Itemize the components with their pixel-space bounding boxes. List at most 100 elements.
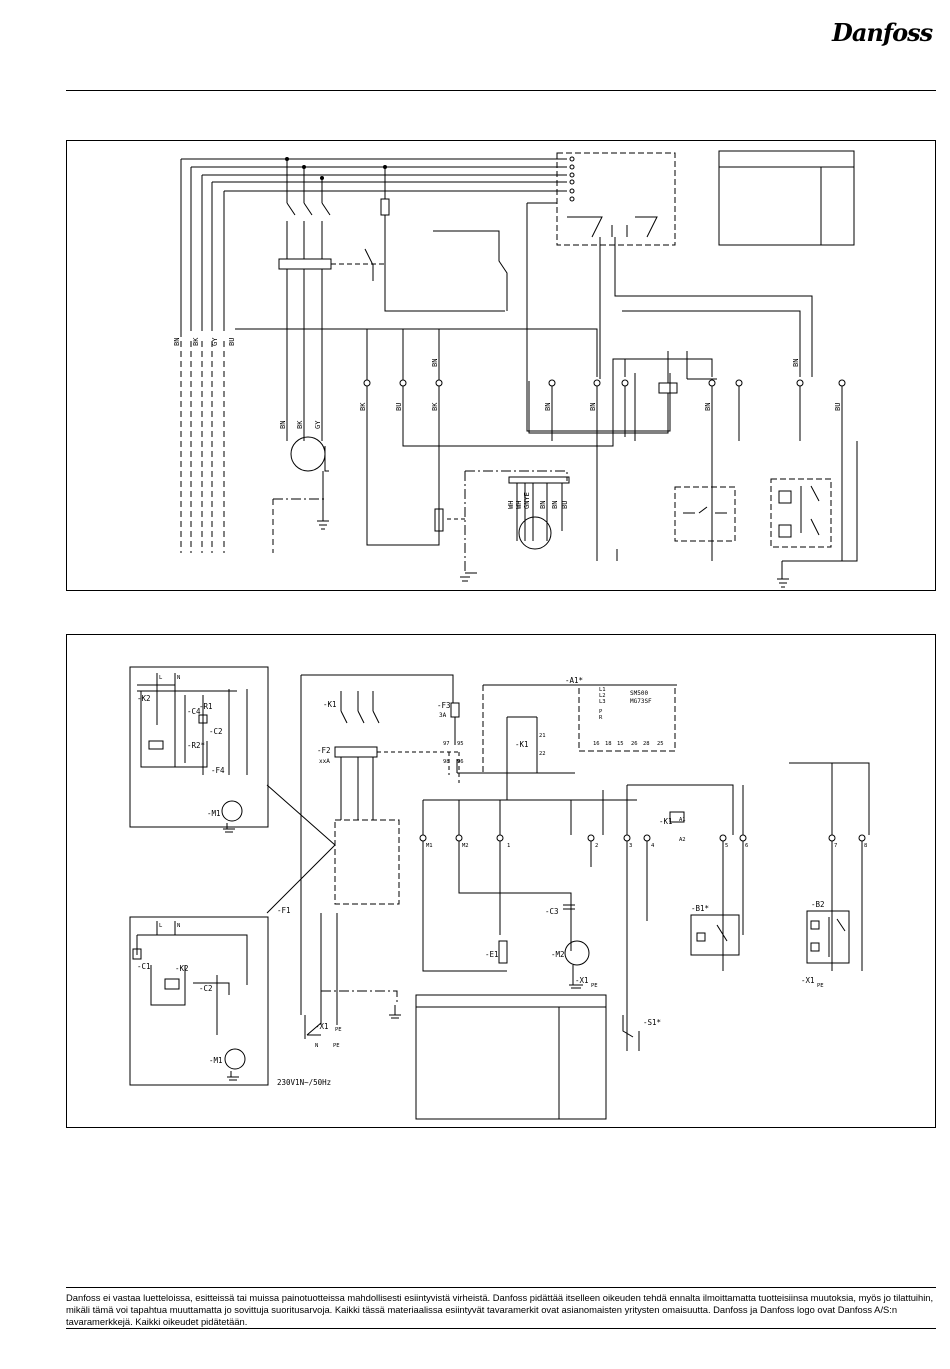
terminal-label: 8 xyxy=(864,843,867,849)
wire-label: BN xyxy=(704,403,712,411)
wiring-diagram-2: -K2 -R1 -C4 -C2 -R2* -F4 -M1 -K1 -F2 xxA… xyxy=(66,634,936,1128)
terminal-label: 4 xyxy=(651,843,655,849)
component-label: -R1 xyxy=(199,702,213,711)
terminal-label: 7 xyxy=(834,843,837,849)
terminal-label: 6 xyxy=(745,843,748,849)
component-label: -F1 xyxy=(277,906,291,915)
terminal-label: 97 xyxy=(443,741,450,747)
terminal-label: 95 xyxy=(457,741,464,747)
danfoss-logo: Danfoss xyxy=(832,18,933,58)
supply-label: 230V1N~/50Hz xyxy=(277,1078,331,1087)
component-label: -C2 xyxy=(209,727,223,736)
component-label: MG73SF xyxy=(630,698,652,705)
wiring-diagram-1: BN BK GY BU BK BU BK BN BK GY BN BN BN B… xyxy=(66,140,936,591)
terminal-label: 25 xyxy=(657,741,664,747)
footer-bottom-rule xyxy=(66,1328,936,1329)
terminal-label: 98 xyxy=(443,759,450,765)
component-label: -C4 xyxy=(187,707,201,716)
terminal-label: 18 xyxy=(605,741,612,747)
component-label: -R2* xyxy=(187,741,205,750)
terminal-label: 26 xyxy=(631,741,638,747)
wire-label: BU xyxy=(228,338,236,346)
component-label: -K1 xyxy=(515,740,529,749)
terminal-label: N xyxy=(315,1043,318,1049)
component-label: -X1 xyxy=(315,1022,329,1031)
wire-label: BK xyxy=(359,402,367,411)
terminal-label: N xyxy=(177,923,180,929)
wire-label: BK xyxy=(192,337,200,346)
component-label: -X1 xyxy=(801,976,815,985)
component-label: -C2 xyxy=(199,984,213,993)
component-label: -B2 xyxy=(811,900,825,909)
terminal-label: PE xyxy=(335,1027,342,1033)
terminal-label: A1 xyxy=(679,817,686,823)
terminal-label: M1 xyxy=(426,843,433,849)
component-label: -C3 xyxy=(545,907,559,916)
component-label: -F3 xyxy=(437,701,451,710)
wire-label: WH xyxy=(507,501,515,509)
component-label: SM500 xyxy=(630,690,648,697)
terminal-label: L1 xyxy=(599,687,606,693)
component-label: -C1 xyxy=(137,962,151,971)
terminal-label: 28 xyxy=(643,741,650,747)
wiring-diagram-1-drawing: BN BK GY BU BK BU BK BN BK GY BN BN BN B… xyxy=(173,150,858,588)
wire-label: BN xyxy=(539,501,547,509)
terminal-label: 3 xyxy=(629,843,632,849)
wire-label: WH xyxy=(515,501,523,509)
terminal-label: 15 xyxy=(617,741,624,747)
terminal-label: L3 xyxy=(599,699,606,705)
component-label: 3A xyxy=(439,712,447,719)
footer-disclaimer: Danfoss ei vastaa luetteloissa, esitteis… xyxy=(66,1292,934,1327)
terminal-label: P xyxy=(599,709,603,715)
component-label: -K2 xyxy=(175,964,189,973)
component-label: -B1* xyxy=(691,904,709,913)
logo-text: Danfoss xyxy=(832,18,933,47)
wire-label: BN xyxy=(792,359,800,367)
component-label: -F2 xyxy=(317,746,331,755)
component-label: -X1 xyxy=(575,976,589,985)
wire-label: BN xyxy=(279,421,287,429)
terminal-label: 96 xyxy=(457,759,464,765)
terminal-label: L xyxy=(159,675,163,681)
terminal-label: PE xyxy=(817,983,824,989)
wire-label: GY xyxy=(314,420,322,429)
wire-label: BN xyxy=(431,359,439,367)
component-label: -F4 xyxy=(211,766,225,775)
terminal-label: R xyxy=(599,715,603,721)
wire-label: BN xyxy=(173,338,181,346)
wire-label: BK xyxy=(296,420,304,429)
wiring-diagram-2-drawing: -K2 -R1 -C4 -C2 -R2* -F4 -M1 -K1 -F2 xxA… xyxy=(129,666,870,1120)
wire-label: BN xyxy=(551,501,559,509)
component-label: -K1 xyxy=(659,817,673,826)
wire-label: BN xyxy=(589,403,597,411)
component-label: -S1* xyxy=(643,1018,661,1027)
terminal-label: PE xyxy=(591,983,598,989)
component-label: xxA xyxy=(319,758,330,765)
component-label: -M1 xyxy=(209,1056,223,1065)
wire-label: BK xyxy=(431,402,439,411)
terminal-label: M2 xyxy=(462,843,469,849)
component-label: -M2 xyxy=(551,950,565,959)
terminal-label: 22 xyxy=(539,751,546,757)
wire-label: BU xyxy=(395,403,403,411)
component-label: -A1* xyxy=(565,676,583,685)
wire-label: BN xyxy=(544,403,552,411)
terminal-label: A2 xyxy=(679,837,686,843)
wire-label: BU xyxy=(561,501,569,509)
terminal-label: L2 xyxy=(599,693,606,699)
terminal-label: 16 xyxy=(593,741,600,747)
component-label: -M1 xyxy=(207,809,221,818)
terminal-label: N xyxy=(177,675,180,681)
wire-label: GY xyxy=(211,337,219,346)
component-label: -K1 xyxy=(323,700,337,709)
footer-top-rule xyxy=(66,1287,936,1288)
terminal-label: 5 xyxy=(725,843,728,849)
header-rule xyxy=(66,90,936,91)
component-label: -E1 xyxy=(485,950,499,959)
wire-label: BU xyxy=(834,403,842,411)
terminal-label: 21 xyxy=(539,733,546,739)
terminal-label: 2 xyxy=(595,843,598,849)
terminal-label: PE xyxy=(333,1043,340,1049)
terminal-label: 1 xyxy=(507,843,510,849)
component-label: -K2 xyxy=(137,694,151,703)
